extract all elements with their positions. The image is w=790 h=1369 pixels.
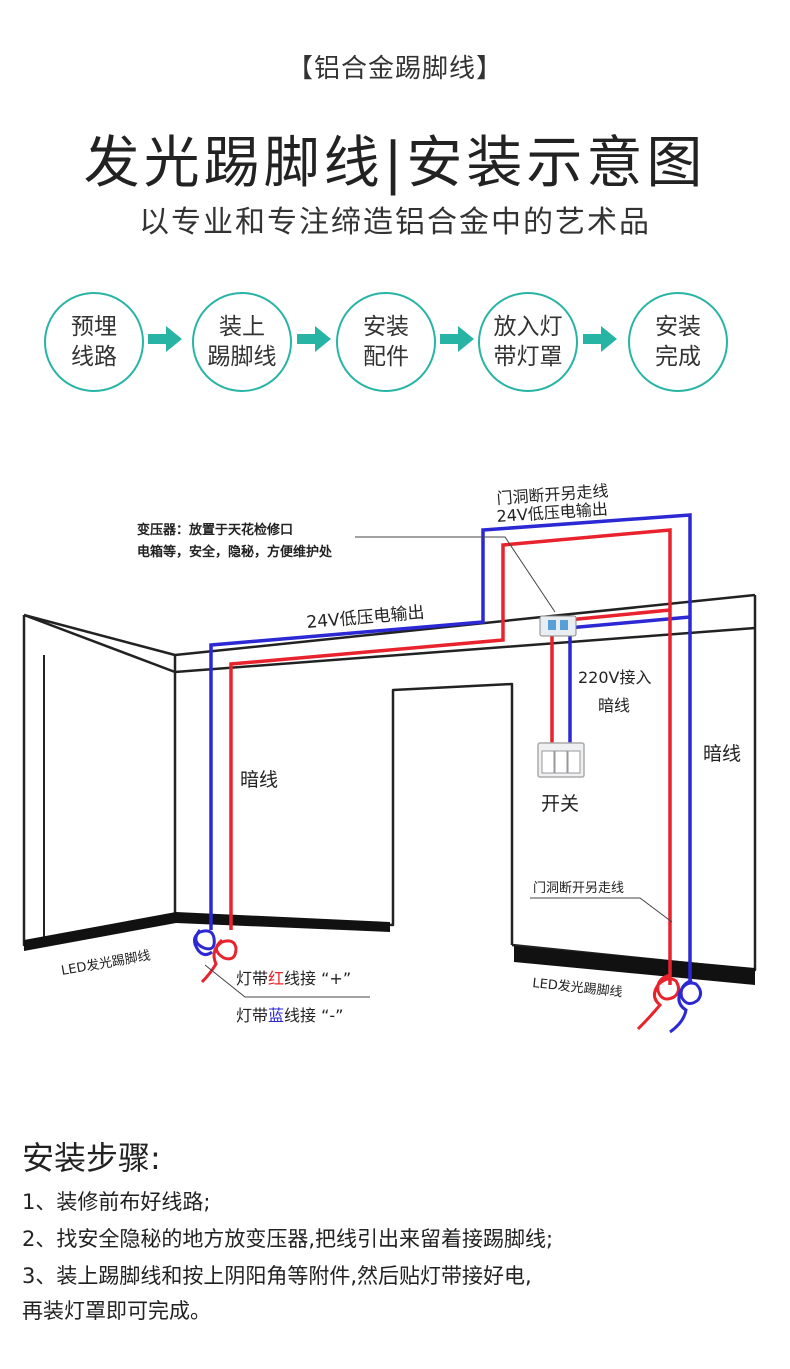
- blue-wire-note: 灯带蓝线接 “-”: [236, 1006, 343, 1025]
- legend-leader: [204, 964, 370, 998]
- hidden-wire-left: 暗线: [240, 769, 278, 791]
- step-1-line1: 预埋: [71, 314, 117, 340]
- transformer-leader: [355, 536, 556, 613]
- transformer-label-line1: 变压器：放置于天花检修口: [137, 522, 293, 538]
- step-3-line2: 配件: [363, 344, 409, 370]
- blue-note-word: 蓝: [268, 1006, 284, 1025]
- step-2-line2: 踢脚线: [207, 344, 277, 370]
- door-label: 门洞断开另走线: [533, 881, 624, 896]
- step-4-line2: 带灯罩: [493, 344, 563, 370]
- step-5-circle: 安装完成: [628, 292, 728, 392]
- red-wire: [229, 528, 672, 985]
- arrow-right-icon: [297, 326, 331, 352]
- coil-left: [193, 929, 238, 984]
- switch-icon: [537, 742, 585, 778]
- arrow-right-icon: [148, 326, 182, 352]
- page-title: 发光踢脚线|安装示意图: [83, 131, 707, 196]
- step-1-circle: 预埋线路: [44, 292, 144, 392]
- wiring-diagram: 门洞断开另走线 24V低压电输出 变压器：放置于天花检修口 电箱等，安全，隐秘，…: [22, 481, 757, 1034]
- red-note-pre: 灯带: [236, 969, 268, 988]
- instruction-line-2: 2、找安全隐秘的地方放变压器,把线引出来留着接踢脚线;: [22, 1227, 554, 1251]
- step-1-line2: 线路: [71, 344, 117, 370]
- step-4-line1: 放入灯: [493, 314, 563, 340]
- hidden-wire-right: 暗线: [703, 743, 741, 765]
- led-label-right: LED发光踢脚线: [532, 975, 624, 1000]
- instructions-heading: 安装步骤:: [22, 1139, 161, 1177]
- bracket-title: 【铝合金踢脚线】: [286, 54, 503, 84]
- page-subtitle: 以专业和专注缔造铝合金中的艺术品: [139, 205, 651, 240]
- blue-wire: [209, 513, 692, 980]
- transformer-label-line2: 电箱等，安全，隐秘，方便维护处: [137, 544, 333, 560]
- switch-label: 开关: [541, 793, 579, 815]
- step-3-line1: 安装: [363, 314, 409, 340]
- red-wire-note: 灯带红线接 “+”: [236, 969, 351, 988]
- coil-right: [636, 973, 703, 1034]
- step-5-line2: 完成: [655, 344, 701, 370]
- instruction-line-3: 3、装上踢脚线和按上阴阳角等附件,然后贴灯带接好电,: [22, 1264, 532, 1288]
- step-3-circle: 安装配件: [336, 292, 436, 392]
- red-note-post: 线接 “+”: [284, 969, 351, 988]
- red-note-word: 红: [268, 969, 284, 988]
- door-leader: [530, 897, 673, 923]
- transformer-icon: [539, 615, 577, 637]
- led-label-left: LED发光踢脚线: [60, 947, 152, 978]
- instruction-line-1: 1、装修前布好线路;: [22, 1190, 211, 1214]
- step-2-line1: 装上: [219, 314, 265, 340]
- input-label-line1: 220V接入: [578, 668, 652, 687]
- baseboard-left: [24, 912, 390, 951]
- blue-note-post: 线接 “-”: [284, 1006, 343, 1025]
- step-5-line1: 安装: [655, 314, 701, 340]
- step-2-circle: 装上踢脚线: [192, 292, 292, 392]
- arrow-right-icon: [583, 326, 617, 352]
- input-label-line2: 暗线: [598, 696, 630, 715]
- step-4-circle: 放入灯带灯罩: [478, 292, 578, 392]
- blue-note-pre: 灯带: [236, 1006, 268, 1025]
- baseboard-right: [514, 946, 755, 985]
- arrow-right-icon: [440, 326, 474, 352]
- instruction-line-4: 再装灯罩即可完成。: [22, 1299, 211, 1323]
